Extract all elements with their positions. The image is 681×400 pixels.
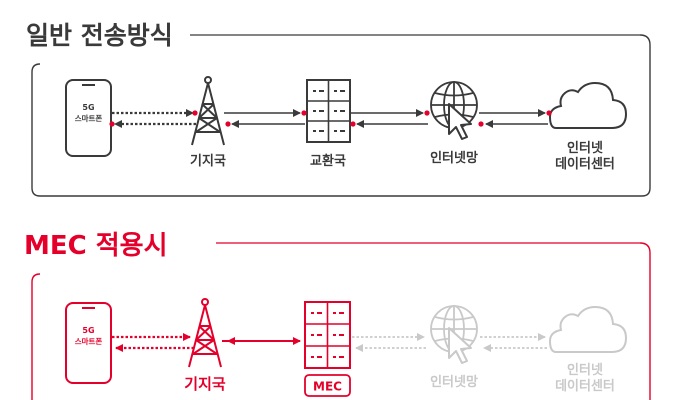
phone-label-top: 5G <box>82 103 94 112</box>
connection-mec-internet <box>352 333 426 352</box>
mec-badge-label: MEC <box>313 380 342 394</box>
connection-internet-cloud <box>478 109 552 128</box>
node-label-exchange: 교환국 <box>310 153 346 169</box>
cell-tower-icon <box>188 298 222 368</box>
section-mec: MEC 적용시 5G 스마트폰 기지국 <box>24 231 651 400</box>
mec-server-icon <box>304 301 351 369</box>
node-label-internet: 인터넷 <box>567 362 603 378</box>
section-normal-title: 일반 전송방식 <box>26 21 173 50</box>
connection-tower-exchange <box>224 109 307 128</box>
node-label-internet-network: 인터넷망 <box>430 150 478 166</box>
node-label-data-center: 데이터센터 <box>555 378 615 394</box>
cloud-icon <box>548 81 628 129</box>
connection-phone-tower <box>109 109 198 128</box>
section-normal: 일반 전송방식 5G 스마트폰 기지국 <box>26 21 651 197</box>
node-label-internet: 인터넷 <box>567 140 603 156</box>
section-normal-frame <box>31 34 651 197</box>
server-icon <box>306 79 351 143</box>
connection-phone-tower <box>112 333 194 352</box>
section-mec-title: MEC 적용시 <box>24 231 168 261</box>
cloud-icon <box>548 305 628 353</box>
phone-label-bottom: 스마트폰 <box>75 113 103 123</box>
node-label-internet-network: 인터넷망 <box>430 374 478 390</box>
cursor-icon <box>448 103 472 140</box>
node-label-data-center: 데이터센터 <box>555 156 615 172</box>
phone-label-top: 5G <box>82 326 94 335</box>
cell-tower-icon <box>191 76 225 146</box>
phone-icon <box>65 302 112 384</box>
node-label-base-station: 기지국 <box>190 154 226 169</box>
mec-badge <box>304 374 351 397</box>
node-label-base-station: 기지국 <box>184 375 226 393</box>
phone-label-bottom: 스마트폰 <box>75 336 103 346</box>
connection-exchange-internet <box>350 109 430 128</box>
phone-icon <box>65 79 112 157</box>
section-mec-frame <box>31 242 651 400</box>
cursor-icon <box>448 327 472 364</box>
connection-internet-cloud <box>480 333 547 352</box>
